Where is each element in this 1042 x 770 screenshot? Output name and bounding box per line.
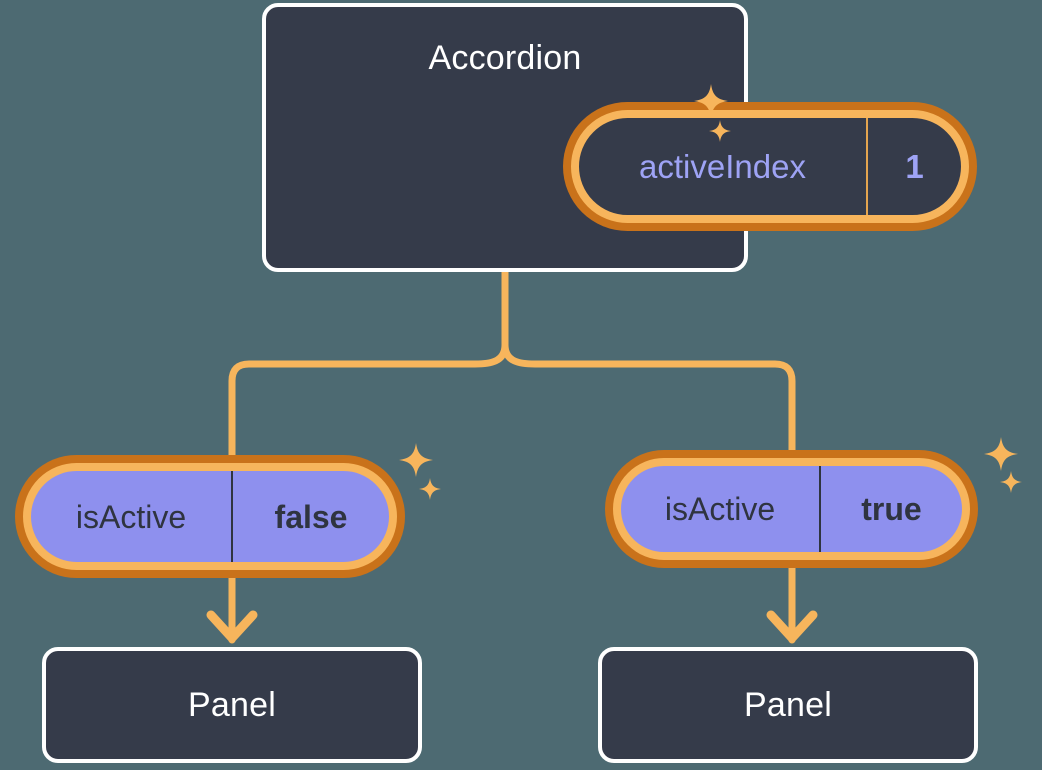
component-box-panel-left[interactable]: Panel: [42, 647, 422, 763]
connector-branch-left: [228, 341, 509, 459]
panel-title-left: Panel: [188, 686, 276, 724]
panel-title-right: Panel: [744, 686, 832, 724]
state-pill-active-index[interactable]: activeIndex 1: [571, 110, 969, 223]
sparkle-small-icon: [419, 478, 441, 500]
arrow-right-pill-to-panel: [766, 564, 818, 644]
prop-key-is-active-right: isActive: [621, 466, 821, 552]
sparkle-icon: [399, 443, 433, 477]
state-value-active-index: 1: [905, 148, 924, 185]
arrow-left-pill-to-panel: [206, 574, 258, 644]
connector-branch-right: [501, 341, 796, 459]
accordion-title: Accordion: [428, 39, 582, 77]
prop-pill-is-active-left[interactable]: isActive false: [23, 463, 397, 570]
sparkle-small-icon: [1000, 471, 1022, 493]
component-box-accordion[interactable]: Accordion activeIndex 1: [262, 3, 969, 272]
prop-value-is-active-left: false: [274, 498, 348, 535]
component-box-panel-right[interactable]: Panel: [598, 647, 978, 763]
sparkle-icon: [984, 437, 1018, 471]
prop-pill-is-active-right[interactable]: isActive true: [613, 458, 970, 560]
prop-value-is-active-right: true: [861, 491, 922, 527]
prop-key-is-active-left: isActive: [31, 471, 233, 562]
state-key-active-index: activeIndex: [579, 118, 868, 215]
